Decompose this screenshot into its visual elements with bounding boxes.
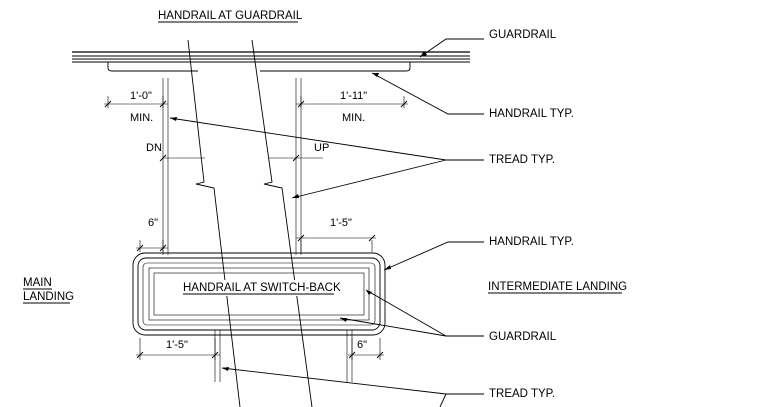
dimension-left-bottom-value: 1'-5" [166, 339, 188, 351]
dimension-left-mid-value: 6" [148, 217, 158, 229]
dimension-left-top-min: MIN. [130, 112, 153, 124]
dimension-left-top-value: 1'-0" [130, 90, 152, 102]
dimension-left-top [104, 96, 168, 108]
dimension-right-mid [296, 234, 376, 252]
handrail-right-top [260, 62, 411, 72]
leader-guardrail-top [419, 38, 484, 58]
main-landing-label-line2: LANDING [23, 291, 74, 303]
callout-handrail-typ-mid: HANDRAIL TYP. [489, 236, 574, 248]
switchback-handrail [132, 252, 386, 336]
dimension-right-top [296, 96, 408, 108]
up-label: UP [314, 142, 329, 154]
dimension-left-mid [136, 240, 168, 252]
leader-tread-typ-top [169, 117, 484, 199]
dimension-right-top-min: MIN. [342, 112, 365, 124]
callout-tread-typ-top: TREAD TYP. [489, 154, 555, 166]
title-handrail-at-switchback: HANDRAIL AT SWITCH-BACK [183, 282, 341, 294]
callout-guardrail-bottom: GUARDRAIL [489, 331, 557, 343]
dimension-right-bottom [348, 338, 384, 360]
dn-arrow [159, 154, 205, 162]
leader-guardrail-bottom [339, 289, 484, 337]
handrail-left-top [107, 62, 198, 72]
leader-handrail-typ-top [371, 72, 484, 115]
stair-break-lines [187, 39, 313, 407]
dn-label: DN [146, 142, 162, 154]
callout-guardrail-top: GUARDRAIL [489, 29, 557, 41]
main-landing-label-line1: MAIN [23, 277, 52, 289]
up-arrow [268, 154, 323, 162]
intermediate-landing-label: INTERMEDIATE LANDING [488, 281, 627, 293]
title-handrail-at-guardrail: HANDRAIL AT GUARDRAIL [158, 10, 303, 22]
callout-tread-typ-bottom: TREAD TYP. [489, 388, 555, 400]
leader-tread-typ-bottom [221, 367, 484, 407]
dimension-right-bottom-value: 6" [357, 339, 367, 351]
tread-lines-left [162, 78, 221, 382]
switchback-title-mask [176, 280, 344, 296]
top-guardrail [72, 51, 470, 63]
leader-handrail-typ-mid [383, 241, 484, 271]
dimension-left-bottom [136, 338, 220, 360]
callout-handrail-typ-top: HANDRAIL TYP. [489, 108, 574, 120]
dimension-right-mid-value: 1'-5" [330, 217, 352, 229]
dimension-right-top-value: 1'-11" [340, 90, 367, 102]
